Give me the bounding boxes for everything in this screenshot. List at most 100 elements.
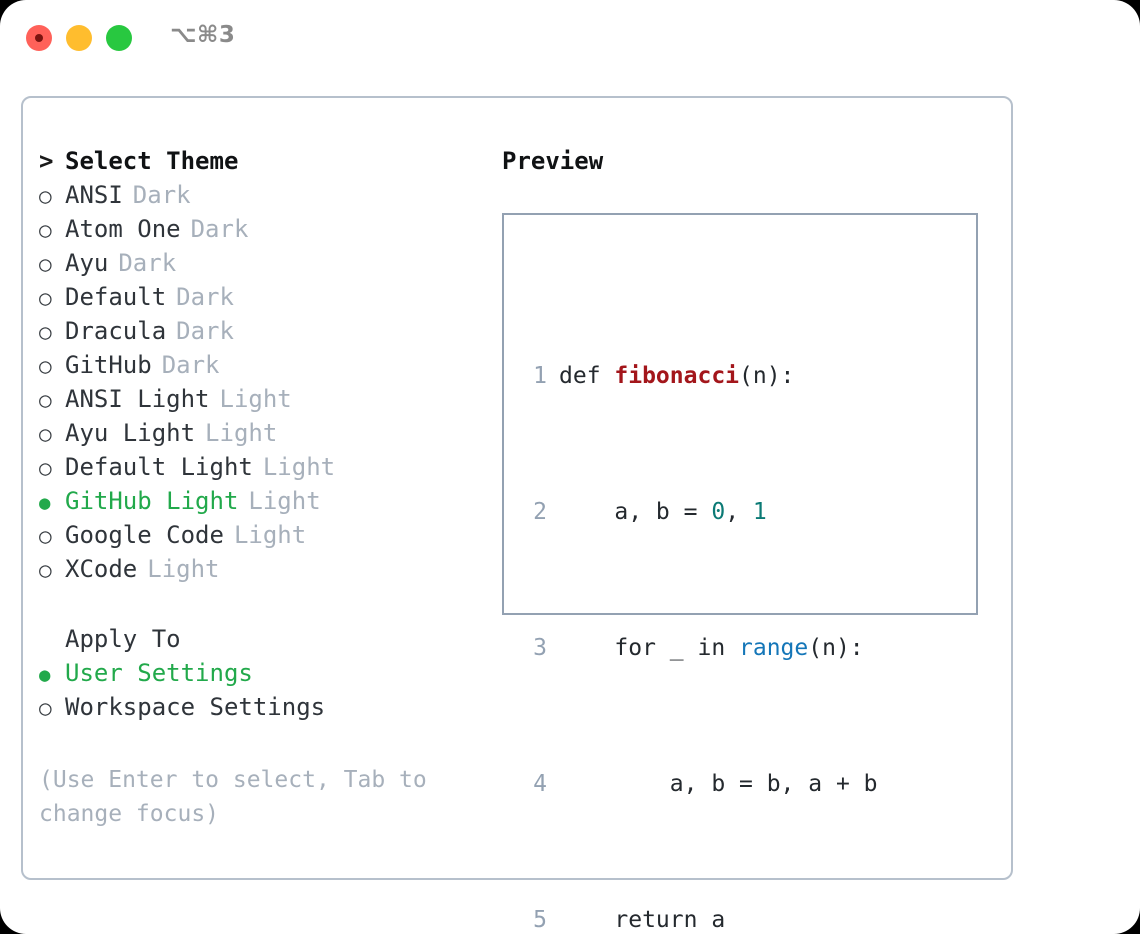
line-number: 2 [533, 499, 547, 525]
theme-item-ansi-dark[interactable]: ○ ANSI Dark [39, 178, 489, 212]
preview-column: Preview 1 def fibonacci(n): 2 a, b = 0, … [502, 144, 1002, 933]
radio-selected-icon: ● [39, 492, 51, 514]
theme-name: Atom One [65, 215, 181, 243]
radio-icon: ○ [39, 218, 52, 242]
code-line: 4 a, b = b, a + b [521, 767, 902, 801]
code-line: 5 return a [521, 903, 902, 934]
code-text: def fibonacci(n): [559, 359, 794, 393]
theme-item-atom-one-dark[interactable]: ○ Atom One Dark [39, 212, 489, 246]
theme-tag: Light [219, 385, 292, 413]
theme-item-ayu-light[interactable]: ○ Ayu Light Light [39, 416, 489, 450]
radio-icon: ○ [39, 184, 52, 208]
code-token-builtin: range [739, 635, 809, 661]
code-token: for _ in [559, 635, 740, 661]
theme-name: ANSI Light [65, 385, 210, 413]
theme-tag: Dark [176, 317, 234, 345]
theme-name: GitHub Light [65, 487, 239, 515]
theme-name: Dracula [65, 317, 167, 345]
line-number: 5 [533, 907, 547, 933]
apply-to-title: Apply To [65, 625, 181, 653]
theme-name: Default Light [65, 453, 253, 481]
radio-icon: ○ [39, 696, 52, 720]
apply-to-workspace-settings[interactable]: ○ Workspace Settings [39, 690, 489, 724]
theme-name: ANSI [65, 181, 123, 209]
code-token: , [725, 499, 753, 525]
caret-icon: > [39, 147, 54, 175]
theme-item-ansi-light[interactable]: ○ ANSI Light Light [39, 382, 489, 416]
theme-name: Ayu [65, 249, 109, 277]
theme-tag: Light [248, 487, 321, 515]
theme-name: Ayu Light [65, 419, 196, 447]
theme-item-ayu-dark[interactable]: ○ Ayu Dark [39, 246, 489, 280]
theme-item-dracula-dark[interactable]: ○ Dracula Dark [39, 314, 489, 348]
apply-to-marker-spacer: ○ [39, 623, 65, 657]
code-token-function: fibonacci [614, 363, 740, 389]
theme-tag: Light [205, 419, 278, 447]
theme-tag: Dark [118, 249, 177, 277]
line-number: 3 [533, 635, 547, 661]
code-token-number: 1 [752, 499, 767, 525]
main-panel: > Select Theme ○ ANSI Dark ○ Atom One Da… [21, 96, 1013, 933]
code-token: (n): [739, 363, 795, 389]
theme-name: Google Code [65, 521, 224, 549]
code-sample: 1 def fibonacci(n): 2 a, b = 0, 1 3 for … [521, 257, 902, 934]
line-number: 1 [533, 363, 547, 389]
code-token: return a [559, 907, 726, 933]
theme-tag: Light [233, 521, 307, 549]
minimize-button[interactable] [66, 25, 92, 51]
select-theme-title: Select Theme [65, 147, 239, 175]
radio-icon: ○ [39, 320, 52, 344]
code-line: 1 def fibonacci(n): [521, 359, 902, 393]
theme-tag: Light [147, 555, 220, 583]
code-token: a, b = b, a + b [559, 771, 878, 797]
radio-icon: ○ [39, 524, 52, 548]
zoom-button[interactable] [106, 25, 132, 51]
radio-icon: ○ [39, 388, 52, 412]
line-number: 4 [533, 771, 547, 797]
code-text: return a [559, 903, 725, 934]
radio-icon: ○ [39, 422, 52, 446]
code-token-number: 0 [711, 499, 726, 525]
traffic-lights [26, 25, 132, 51]
theme-tag: Dark [132, 181, 191, 209]
code-token: (n): [808, 635, 864, 661]
radio-selected-icon: ● [39, 664, 51, 686]
theme-item-default-light[interactable]: ○ Default Light Light [39, 450, 489, 484]
keyboard-shortcut-label: ⌥⌘3 [170, 22, 236, 48]
theme-name: GitHub [65, 351, 152, 379]
code-line: 2 a, b = 0, 1 [521, 495, 902, 529]
radio-icon: ○ [39, 252, 52, 276]
theme-selector-column: > Select Theme ○ ANSI Dark ○ Atom One Da… [39, 144, 489, 724]
theme-item-github-dark[interactable]: ○ GitHub Dark [39, 348, 489, 382]
radio-icon: ○ [39, 558, 52, 582]
apply-to-user-settings[interactable]: ● User Settings [39, 656, 489, 690]
theme-name: XCode [65, 555, 138, 583]
theme-item-github-light[interactable]: ● GitHub Light Light [39, 484, 489, 518]
title-bar: ⌥⌘3 [0, 0, 1140, 76]
radio-icon: ○ [39, 286, 52, 310]
apply-to-header: ○ Apply To [39, 622, 489, 656]
close-button[interactable] [26, 25, 52, 51]
radio-icon: ○ [39, 354, 52, 378]
theme-tag: Light [262, 453, 336, 481]
preview-title: Preview [502, 147, 604, 175]
apply-to-option-label: User Settings [65, 659, 253, 687]
keyboard-hint-text: (Use Enter to select, Tab to change focu… [39, 767, 427, 827]
theme-tag: Dark [161, 351, 220, 379]
preview-box: 1 def fibonacci(n): 2 a, b = 0, 1 3 for … [502, 213, 978, 933]
code-text: a, b = 0, 1 [559, 495, 767, 529]
code-text: for _ in range(n): [559, 631, 864, 665]
code-token: def [559, 363, 615, 389]
apply-to-option-label: Workspace Settings [65, 693, 326, 721]
theme-item-google-code-light[interactable]: ○ Google Code Light [39, 518, 489, 552]
code-text: a, b = b, a + b [559, 767, 878, 801]
theme-item-xcode-light[interactable]: ○ XCode Light [39, 552, 489, 586]
code-line: 3 for _ in range(n): [521, 631, 902, 665]
theme-tag: Dark [190, 215, 249, 243]
theme-tag: Dark [176, 283, 234, 311]
code-token: a, b = [559, 499, 712, 525]
theme-name: Default [65, 283, 167, 311]
theme-item-default-dark[interactable]: ○ Default Dark [39, 280, 489, 314]
section-spacer [39, 586, 489, 622]
